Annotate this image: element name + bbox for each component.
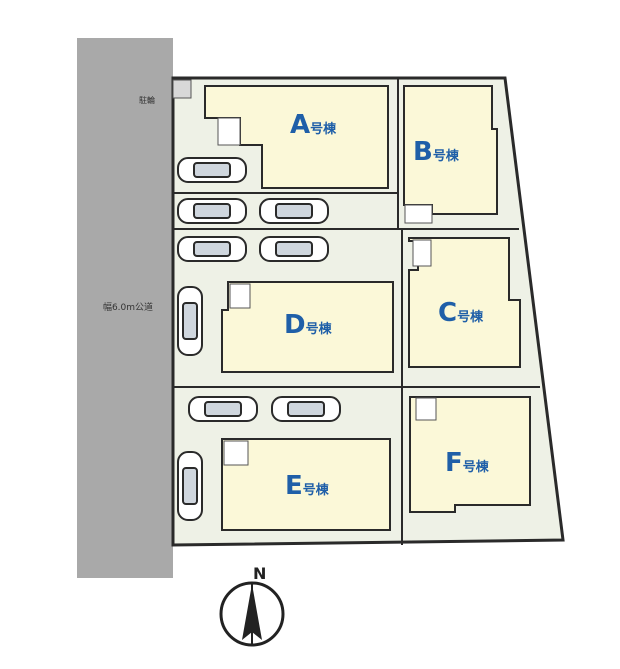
lot-d-stair xyxy=(229,283,251,309)
public-road xyxy=(77,38,173,578)
car-icon xyxy=(259,198,329,224)
car-icon xyxy=(177,236,247,262)
lot-d-label: D号棟 xyxy=(284,310,333,340)
lot-d-house xyxy=(221,281,394,373)
parking-cars xyxy=(177,157,341,521)
lot-e-label: E号棟 xyxy=(285,471,330,501)
lot-f-stair xyxy=(415,397,437,421)
car-icon xyxy=(177,157,247,183)
lot-b-stair xyxy=(404,204,433,224)
lot-a-stair xyxy=(217,117,241,146)
car-icon xyxy=(259,236,329,262)
road-label: 幅6.0m公道 xyxy=(103,301,153,313)
lot-b-label: B号棟 xyxy=(413,137,460,167)
north-compass: N xyxy=(219,564,285,647)
lot-e-stair xyxy=(223,440,249,466)
lot-e-house xyxy=(221,438,391,531)
lot-a-label: A号棟 xyxy=(290,110,337,140)
car-icon xyxy=(177,198,247,224)
car-icon xyxy=(271,396,341,422)
car-icon xyxy=(177,286,203,356)
compass-label: N xyxy=(253,564,266,583)
lot-f-label: F号棟 xyxy=(445,448,490,478)
car-icon xyxy=(177,451,203,521)
lot-a-house xyxy=(204,85,389,189)
lot-f-house xyxy=(409,396,531,513)
meter-box xyxy=(172,79,192,99)
lot-lines xyxy=(172,78,540,545)
meter-box-label: 駐輪 xyxy=(139,95,155,105)
lot-c-stair xyxy=(412,239,432,267)
lot-c-label: C号棟 xyxy=(438,298,484,328)
car-icon xyxy=(188,396,258,422)
